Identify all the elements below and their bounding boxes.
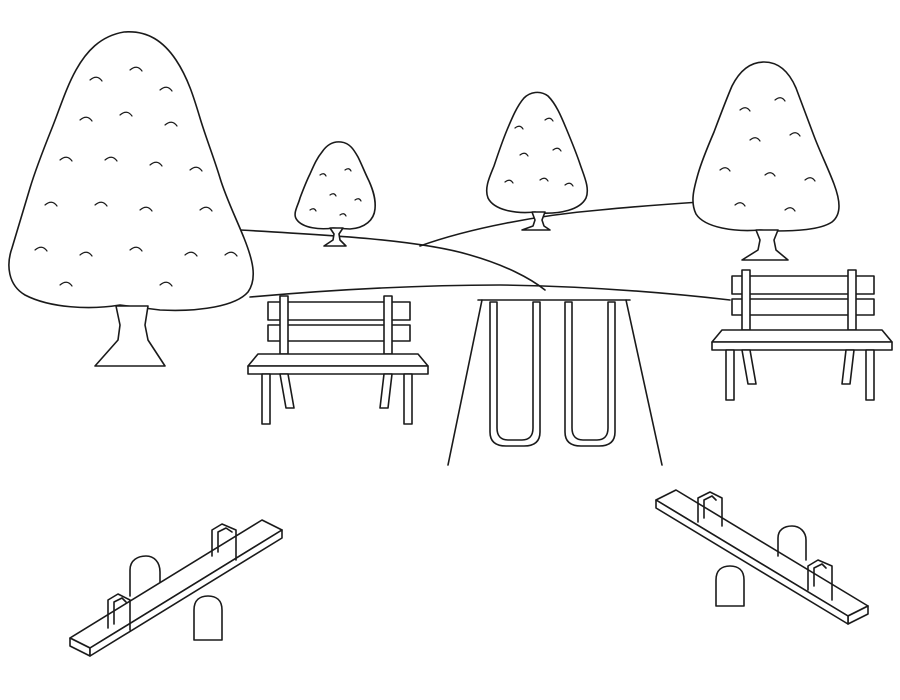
bench-leg-front-left	[261, 373, 271, 425]
swing-set	[447, 299, 663, 466]
hills	[239, 201, 731, 301]
bench-leg-front-right	[403, 373, 413, 425]
swing-frame-leg-left	[447, 299, 483, 466]
seesaw-handle-right-inner	[813, 563, 827, 587]
large-tree-left	[8, 31, 255, 367]
bench-back-post-left	[741, 269, 751, 331]
bench-seat-front	[711, 341, 893, 351]
tree-trunk	[94, 305, 166, 367]
ground-horizon	[249, 284, 731, 301]
seesaw-handle-left	[107, 593, 131, 631]
bench-back-post-right	[383, 295, 393, 355]
seesaw-left	[69, 519, 283, 657]
seesaw-board-front	[655, 499, 849, 625]
seesaw-handle-right-inner	[217, 527, 233, 553]
tree-foliage	[294, 141, 376, 230]
bench-leg-front-right	[865, 349, 875, 401]
seesaw-handle-left	[697, 491, 723, 527]
seesaw-right	[655, 489, 869, 625]
bench-backrest-top	[267, 301, 411, 321]
swing-frame-leg-right	[625, 299, 663, 466]
bench-backrest-bottom	[731, 298, 875, 316]
tree-foliage	[485, 91, 589, 214]
seesaw-handle-right	[807, 559, 833, 601]
seesaw-board-front	[89, 529, 283, 657]
tree-trunk	[521, 211, 551, 231]
tree-foliage	[8, 31, 255, 312]
bench-backrest-bottom	[267, 324, 411, 342]
bench-leg-front-left	[725, 349, 735, 401]
bench-backrest-top	[731, 275, 875, 295]
swing-seat-left	[489, 301, 541, 447]
tree-foliage	[692, 61, 840, 232]
bench-seat	[711, 329, 893, 343]
bench-leg-back-right	[841, 349, 855, 385]
seesaw-pivot	[715, 565, 745, 607]
bench-seat	[247, 353, 429, 367]
bench-left	[247, 295, 429, 425]
bench-right	[711, 269, 893, 401]
bench-leg-back-left	[741, 349, 757, 385]
seesaw-handle-left-inner	[113, 597, 127, 625]
hill-back-left	[239, 229, 546, 291]
middle-tree	[485, 91, 589, 231]
bench-back-post-right	[847, 269, 857, 331]
tree-trunk	[741, 229, 789, 261]
bench-leg-back-left	[279, 373, 295, 409]
bench-leg-back-right	[379, 373, 393, 409]
seesaw-handle-left-inner	[703, 495, 717, 519]
seesaw-support-arch	[129, 555, 161, 597]
seesaw-handle-right	[211, 523, 237, 561]
small-tree-left	[294, 141, 376, 247]
seesaw-pivot	[193, 595, 223, 641]
right-tree	[692, 61, 840, 261]
tree-trunk	[323, 227, 347, 247]
hill-back-right	[419, 201, 701, 247]
seesaw-board-top	[69, 519, 283, 649]
seesaw-support-arch	[777, 525, 807, 561]
bench-back-post-left	[279, 295, 289, 355]
swing-seat-right	[564, 301, 616, 447]
bench-seat-front	[247, 365, 429, 375]
seesaw-board-top	[655, 489, 869, 617]
